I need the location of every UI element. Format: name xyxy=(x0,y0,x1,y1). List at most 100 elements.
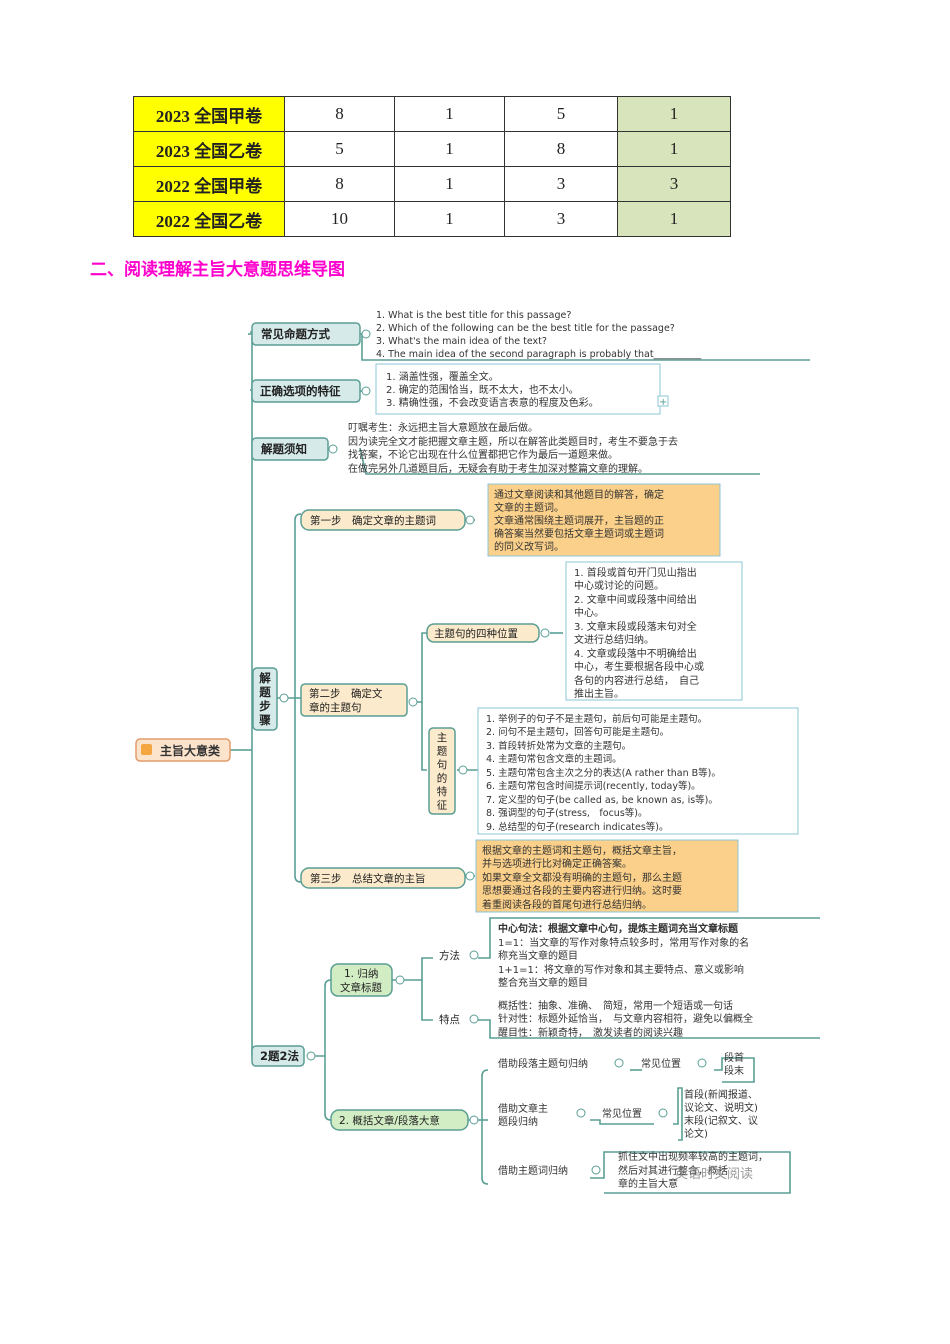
step-3[interactable]: 第三步 总结文章的主旨 根据文章的主题词和主题句，概括文章主旨， 并与选项进行比… xyxy=(300,839,739,913)
table-cell: 5 xyxy=(284,131,395,167)
list-item: 4. The main idea of the second paragraph… xyxy=(376,349,701,360)
list-item: 如果文章全文都没有明确的主题句，那么主题 xyxy=(482,871,682,884)
list-item: 中心句法：根据文章中心句，提炼主题词充当文章标题 xyxy=(498,922,739,935)
list-item: 通过文章阅读和其他题目的解答，确定 xyxy=(494,488,664,501)
mind-map: 主旨大意类 常见命题方式 1. What is the best title f… xyxy=(135,310,820,1194)
list-item: 9. 总结型的句子(research indicates等)。 xyxy=(486,821,669,833)
table-cell: 1 xyxy=(394,201,505,237)
list-item: 抓住文中出现频率较高的主题词， xyxy=(618,1150,768,1163)
topic-feature-list: 1. 举例子的句子不是主题句，前后句可能是主题句。 2. 问句不是主题句，回答句… xyxy=(486,713,721,833)
step-label: 第一步 确定文章的主题词 xyxy=(310,514,436,527)
table-cell: 1 xyxy=(394,131,505,167)
list-item: 段末 xyxy=(724,1064,744,1077)
step-1-detail: 通过文章阅读和其他题目的解答，确定 文章的主题词。 文章通常围绕主题词展开，主旨… xyxy=(494,488,664,553)
branch-question-types[interactable]: 常见命题方式 1. What is the best title for thi… xyxy=(251,310,701,360)
list-item: 称充当文章的题目 xyxy=(498,949,578,962)
step-3-detail: 根据文章的主题词和主题句，概括文章主旨， 并与选项进行比对确定正确答案。 如果文… xyxy=(482,844,682,911)
list-item: 7. 定义型的句子(be called as, be known as, is等… xyxy=(486,794,718,806)
list-item: 3. 文章末段或段落末句对全 xyxy=(574,620,697,633)
method-list: 中心句法：根据文章中心句，提炼主题词充当文章标题 1=1：当文章的写作对象特点较… xyxy=(498,922,749,989)
step-label: 章的主题句 xyxy=(309,701,362,714)
branch-tips[interactable]: 解题须知 叮嘱考生：永远把主旨大意题放在最后做。 因为读完全文才能把握文章主题，… xyxy=(251,421,678,475)
list-item: 文章的主题词。 xyxy=(494,501,564,514)
list-item: 6. 主题句常包含时间提示词(recently, today等)。 xyxy=(486,780,701,792)
list-item: 推出主旨。 xyxy=(574,687,624,700)
tips-text: 叮嘱考生：永远把主旨大意题放在最后做。 因为读完全文才能把握文章主题，所以在解答… xyxy=(348,421,678,475)
features-list: 1. 涵盖性强，覆盖全文。 2. 确定的范围恰当，既不太大，也不太小。 3. 精… xyxy=(386,370,599,409)
list-item: 末段(记叙文、议 xyxy=(684,1114,758,1127)
list-item: 论文) xyxy=(684,1127,708,1140)
list-item: 段首 xyxy=(724,1051,744,1064)
list-item: 3. 首段转折处常为文章的主题句。 xyxy=(486,740,631,752)
list-item: 3. 精确性强，不会改变语言表意的程度及色彩。 xyxy=(386,396,599,409)
list-item: 找答案，不论它出现在什么位置都把它作为最后一道题来做。 xyxy=(348,448,618,461)
list-item: 中心，考生要根据各段中心或 xyxy=(574,660,704,673)
root-node[interactable]: 主旨大意类 xyxy=(135,738,231,762)
list-item: 8. 强调型的句子(stress, focus等)。 xyxy=(486,807,647,819)
table-cell: 5 xyxy=(504,96,618,132)
step-1[interactable]: 第一步 确定文章的主题词 通过文章阅读和其他题目的解答，确定 文章的主题词。 文… xyxy=(300,483,721,557)
list-item: 1+1=1：将文章的写作对象和其主要特点、意义或影响 xyxy=(498,963,744,976)
list-item: 并与选项进行比对确定正确答案。 xyxy=(482,857,632,870)
sub-label: 常见位置 xyxy=(602,1107,642,1120)
list-item: 因为读完全文才能把握文章主题，所以在解答此类题目时，考生不要急于去 xyxy=(348,435,678,448)
branch-two-methods[interactable]: 2题2法 1. 归纳 文章标题 方法 中心句法：根据文章中心句，提炼主题词充当文… xyxy=(251,922,768,1190)
list-item: 针对性：标题外延恰当， 与文章内容相符，避免以偏概全 xyxy=(498,1012,753,1025)
list-item: 的同义改写词。 xyxy=(494,540,564,553)
row-label: 2023 全国甲卷 xyxy=(133,96,285,132)
branch-label: 解题步骤 xyxy=(259,671,271,727)
row-label: 2022 全国乙卷 xyxy=(133,201,285,237)
score-table: 2023 全国甲卷 8 1 5 1 2023 全国乙卷 5 1 8 1 2022… xyxy=(133,96,731,237)
sub-label: 借助主题词归纳 xyxy=(498,1164,568,1177)
list-item: 2. 文章中间或段落中间给出 xyxy=(574,593,697,606)
sub-label: 常见位置 xyxy=(641,1057,681,1070)
table-cell: 3 xyxy=(504,166,618,202)
expand-icon[interactable]: + xyxy=(659,397,667,408)
sub-label: 题段归纳 xyxy=(498,1115,538,1128)
list-item: 中心或讨论的问题。 xyxy=(574,579,664,592)
table-cell: 1 xyxy=(617,96,731,132)
branch-steps[interactable]: 解题步骤 xyxy=(252,667,289,731)
list-item: 1. 涵盖性强，覆盖全文。 xyxy=(386,370,499,383)
keyword-list: 抓住文中出现频率较高的主题词， 然后对其进行整合，概括 章的主旨大意 xyxy=(618,1150,768,1190)
topic-position-list: 1. 首段或首句开门见山指出 中心或讨论的问题。 2. 文章中间或段落中间给出 … xyxy=(574,566,704,700)
list-item: 5. 主题句常包含主次之分的表达(A rather than B等)。 xyxy=(486,767,721,779)
watermark: 英语时文阅读 xyxy=(675,1167,753,1182)
sub-label: 特点 xyxy=(439,1014,460,1026)
svg-text:解题步骤: 解题步骤 xyxy=(259,671,271,727)
list-item: 中心。 xyxy=(574,606,604,619)
list-item: 醒目性：新颖奇特， 激发读者的阅读兴趣 xyxy=(498,1026,683,1039)
sub-label: 方法 xyxy=(439,949,460,962)
list-item: 文进行总结归纳。 xyxy=(574,633,654,646)
topic-feature-label: 主题句的特征 xyxy=(437,732,448,812)
sub-label: 借助段落主题句归纳 xyxy=(498,1057,588,1070)
step-2[interactable]: 第二步 确定文 章的主题句 主题句的四种位置 1. 首段或首句开门见山指出 中心… xyxy=(300,561,799,835)
list-item: 议论文、说明文) xyxy=(684,1101,758,1114)
table-cell: 8 xyxy=(284,166,395,202)
list-item: 叮嘱考生：永远把主旨大意题放在最后做。 xyxy=(348,421,538,434)
table-cell: 1 xyxy=(394,166,505,202)
list-item: 2. 确定的范围恰当，既不太大，也不太小。 xyxy=(386,383,579,396)
table-cell: 1 xyxy=(394,96,505,132)
list-item: 1=1：当文章的写作对象特点较多时，常用写作对象的名 xyxy=(498,936,749,949)
branch-correct-option-features[interactable]: 正确选项的特征 1. 涵盖性强，覆盖全文。 2. 确定的范围恰当，既不太大，也不… xyxy=(251,363,669,415)
table-cell: 10 xyxy=(284,201,395,237)
method-label: 1. 归纳 xyxy=(344,967,378,980)
list-item: 概括性：抽象、准确、 简短，常用一个短语或一句话 xyxy=(498,999,733,1012)
table-cell: 3 xyxy=(617,166,731,202)
question-types-list: 1. What is the best title for this passa… xyxy=(376,310,701,360)
list-item: 根据文章的主题词和主题句，概括文章主旨， xyxy=(482,844,682,857)
table-cell: 8 xyxy=(284,96,395,132)
list-item: 章的主旨大意 xyxy=(618,1177,678,1190)
list-item: 1. What is the best title for this passa… xyxy=(376,310,571,321)
position-list: 首段(新闻报道、 议论文、说明文) 末段(记叙文、议 论文) xyxy=(684,1088,758,1140)
list-item: 4. 主题句常包含文章的主题词。 xyxy=(486,753,622,765)
table-row: 2022 全国甲卷 8 1 3 3 xyxy=(133,166,731,202)
list-item: 1. 首段或首句开门见山指出 xyxy=(574,566,697,579)
list-item: 2. Which of the following can be the bes… xyxy=(376,323,675,334)
title-feature-list: 概括性：抽象、准确、 简短，常用一个短语或一句话 针对性：标题外延恰当， 与文章… xyxy=(498,999,753,1039)
method-label: 文章标题 xyxy=(340,981,382,994)
section-heading: 二、阅读理解主旨大意题思维导图 xyxy=(90,260,345,280)
list-item: 1. 举例子的句子不是主题句，前后句可能是主题句。 xyxy=(486,713,707,725)
step-label: 第二步 确定文 xyxy=(309,687,383,700)
